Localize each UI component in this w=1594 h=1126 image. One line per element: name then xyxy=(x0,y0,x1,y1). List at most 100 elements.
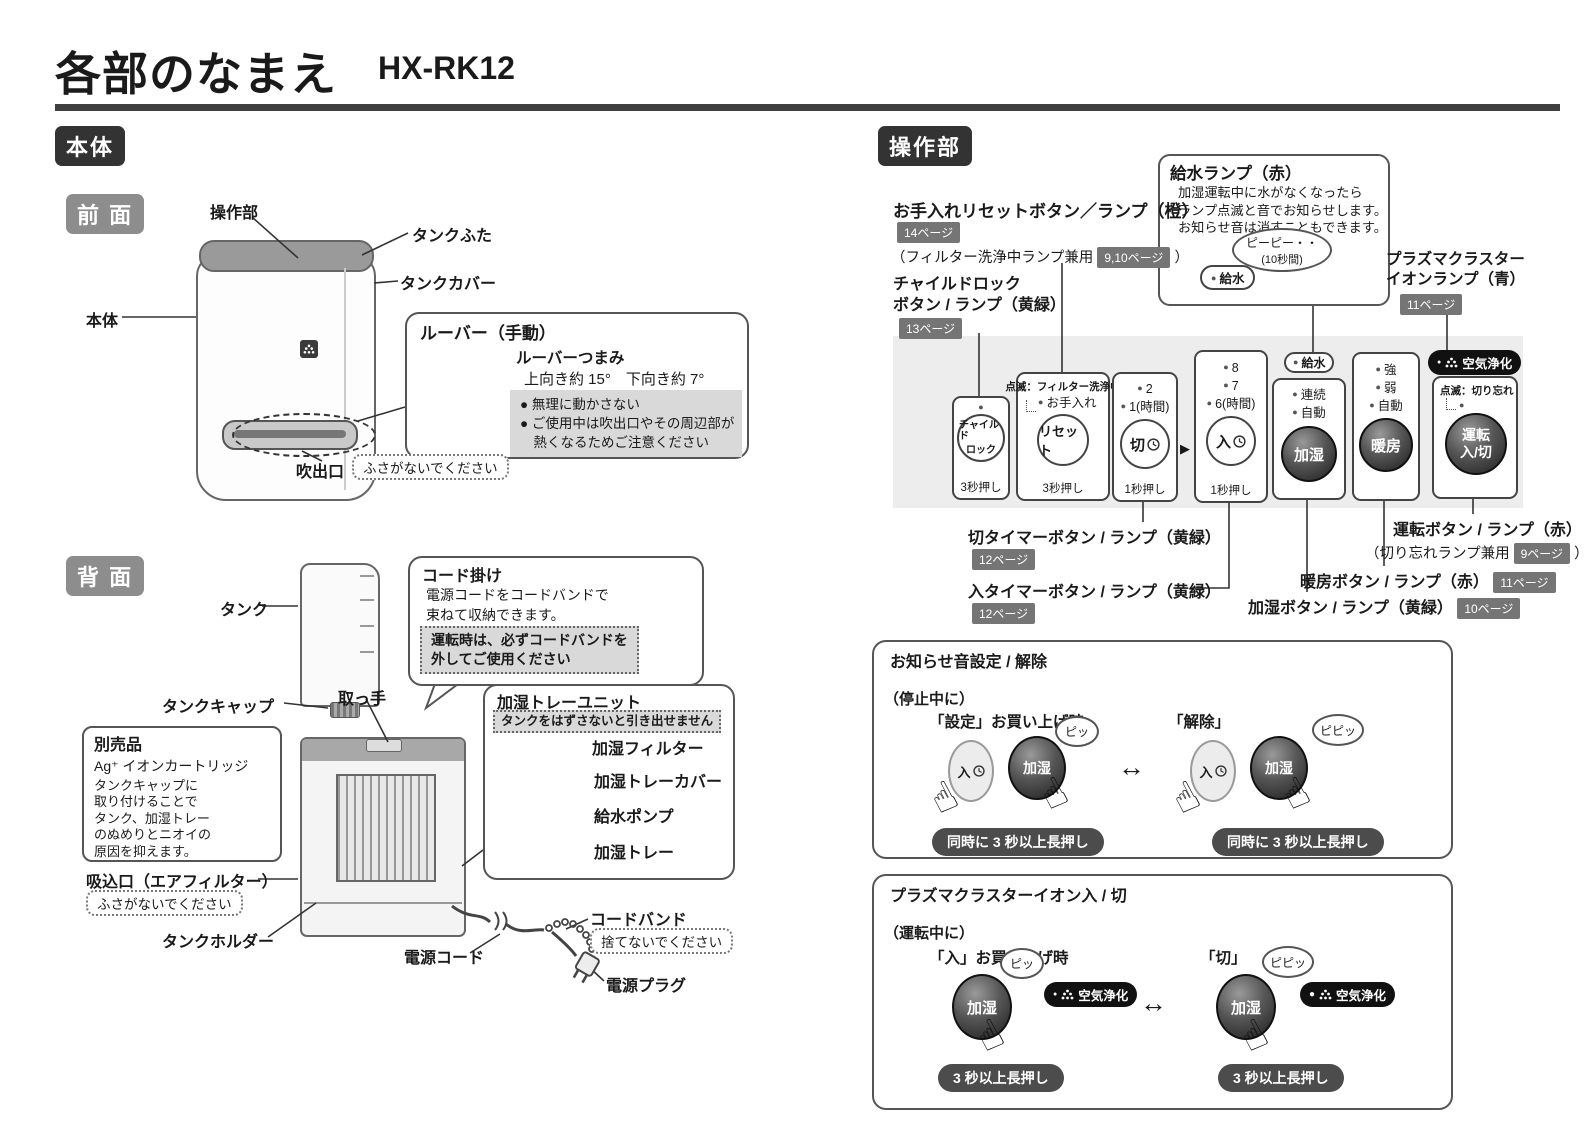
reset-button: リセット xyxy=(1037,414,1089,467)
plasma-on-label: 「入」お買い上げ時 xyxy=(929,950,1069,967)
water-lamp-icon: ● xyxy=(1293,357,1299,367)
weak-lamp-icon: ● xyxy=(1375,382,1381,393)
label-maintenance-reset: お手入れリセットボタン／ランプ（橙） xyxy=(893,202,1199,221)
timer8-lamp-icon: ● xyxy=(1223,362,1229,372)
page-badge-12b: 12ページ xyxy=(972,603,1036,624)
timer7-lamp-icon: ● xyxy=(1223,380,1229,391)
humidify-button-plasma-on: 加湿 xyxy=(952,974,1012,1040)
beep-bubble-plasma-off: ピピッ xyxy=(1262,946,1314,978)
page-badge-12a: 12ページ xyxy=(972,549,1036,570)
tank-illustration xyxy=(300,563,380,707)
front-device-body xyxy=(196,254,376,501)
page-badge-11a: 11ページ xyxy=(1400,294,1463,315)
tank-cap-illustration xyxy=(330,702,360,718)
label-tank-cap: タンクキャップ xyxy=(162,699,275,716)
water-lamp-pill: ●給水 xyxy=(1200,265,1256,290)
swap-arrow-icon: ↔ xyxy=(1140,988,1167,1018)
heater-group: ●強 ●弱 ●自動 暖房 xyxy=(1352,352,1420,501)
humidify-button-clear: 加湿 xyxy=(1250,736,1308,800)
label-control-section: 操作部 xyxy=(210,205,259,222)
plasma-off-label: 「切」 xyxy=(1200,950,1247,967)
section-badge-front: 前 面 xyxy=(66,194,145,234)
label-heater-button: 暖房ボタン / ランプ（赤） 11ページ xyxy=(1300,568,1556,593)
note-cord-band: 捨てないでください xyxy=(590,928,734,954)
label-maintenance-sub: （フィルター洗浄中ランプ兼用 9,10ページ ） xyxy=(891,246,1189,268)
label-tank-lid: タンクふた xyxy=(412,228,493,245)
water-supply-lamp-pill: ●給水 xyxy=(1284,352,1335,373)
childlock-lamp-icon: ● xyxy=(978,402,984,412)
label-humidify-filter: 加湿フィルター xyxy=(592,741,704,758)
model-number: HX-RK12 xyxy=(378,50,515,86)
plasmacluster-icon xyxy=(1061,989,1074,999)
on-timer-button-clear: 入 xyxy=(1190,740,1236,802)
label-power-button: 運転ボタン / ランプ（赤） xyxy=(1393,522,1582,539)
water-lamp-title: 給水ランプ（赤） xyxy=(1170,165,1302,183)
plasmacluster-icon xyxy=(1319,989,1332,999)
clock-icon xyxy=(1233,435,1246,448)
clock-icon xyxy=(972,765,985,777)
auto-lamp-icon: ● xyxy=(1369,400,1375,411)
louver-warning: ● 無理に動かさない ● ご使用中は吹出口やその周辺部が 熱くなるためご注意くだ… xyxy=(510,390,742,458)
label-power-cord: 電源コード xyxy=(404,950,485,967)
page-badge-910: 9,10ページ xyxy=(1097,247,1171,268)
beep-bubble-plasma-on: ピッ xyxy=(1000,948,1044,979)
timer6-lamp-icon: ● xyxy=(1206,398,1213,409)
clock-icon xyxy=(1147,438,1160,451)
plasmacluster-logo-icon xyxy=(300,340,318,358)
heater-button: 暖房 xyxy=(1359,418,1413,473)
sound-clear-label: 「解除」 xyxy=(1168,714,1231,731)
power-button: 運転入/切 xyxy=(1445,413,1507,475)
tray-unit-note: タンクをはずさないと引き出せません xyxy=(493,710,722,733)
section-badge-panel: 操作部 xyxy=(878,126,973,166)
beep-bubble-clear: ピピッ xyxy=(1312,714,1364,746)
section-badge-body: 本体 xyxy=(55,126,126,166)
on-timer-button-set: 入 xyxy=(948,740,994,802)
label-plasma-lamp: プラズマクラスターイオンランプ（青） xyxy=(1386,251,1526,289)
label-power-sub: （切り忘れランプ兼用 9ページ ） xyxy=(1365,542,1589,564)
timer2-lamp-icon: ● xyxy=(1137,383,1143,393)
page-title: 各部のなまえ xyxy=(55,48,337,100)
air-purify-pill-off: ● 空気浄化 xyxy=(1300,982,1396,1007)
note-outlet: ふさがないでください xyxy=(352,454,509,480)
page-badge-11b: 11ページ xyxy=(1493,572,1556,593)
label-tank: タンク xyxy=(220,602,269,619)
arrow-right-icon: ▶ xyxy=(1180,441,1190,456)
strong-lamp-icon: ● xyxy=(1375,364,1381,374)
page-badge-9: 9ページ xyxy=(1513,543,1571,564)
water-lamp-desc: 加湿運転中に水がなくなったらランプ点滅と音でお知らせします。お知らせ音は消すこと… xyxy=(1178,185,1388,235)
label-power-plug: 電源プラグ xyxy=(606,978,687,995)
dotted-connector xyxy=(1446,398,1456,410)
swap-arrow-icon: ↔ xyxy=(1118,752,1145,782)
childlock-button: チャイルドロック xyxy=(957,414,1005,462)
dotted-connector xyxy=(1026,400,1036,413)
continuous-lamp-icon: ● xyxy=(1292,389,1298,399)
air-purify-lamp-pill: ● 空気浄化 xyxy=(1428,350,1522,375)
optional-item-box xyxy=(82,726,282,862)
grille-illustration xyxy=(336,774,436,882)
louver-angles: 上向き約 15° 下向き約 7° xyxy=(524,371,705,388)
cord-hook-title: コード掛け xyxy=(422,568,503,585)
optional-desc: タンクキャップに取り付けることで タンク、加湿トレーのぬめりとニオイの 原因を抑… xyxy=(94,778,212,859)
louver-knob-label: ルーバーつまみ xyxy=(516,350,625,367)
label-tray-cover: 加湿トレーカバー xyxy=(594,774,723,791)
label-humidify-tray: 加湿トレー xyxy=(594,845,675,862)
cord-hook-warning: 運転時は、必ずコードバンドを外してご使用ください xyxy=(420,626,639,674)
on-timer-group: ●8 ●7 ●6(時間) 入 1秒押し xyxy=(1194,350,1268,503)
label-humidify-button: 加湿ボタン / ランプ（黄緑） 10ページ xyxy=(1248,594,1521,619)
humidify-group: ●連続 ●自動 加湿 xyxy=(1272,378,1346,500)
beep-bubble-set: ピッ xyxy=(1055,716,1099,747)
power-lamp-icon: ● xyxy=(1459,400,1465,410)
cord-hook-desc: 電源コードをコードバンドで束ねて収納できます。 xyxy=(426,587,609,623)
label-handle: 取っ手 xyxy=(338,691,387,708)
clock-icon xyxy=(1214,765,1227,777)
page-badge-14: 14ページ xyxy=(897,222,961,243)
optional-title: 別売品 xyxy=(94,737,143,754)
power-group: 点滅：切り忘れ ● 運転入/切 xyxy=(1432,376,1518,499)
plasma-press-pill-left: 3 秒以上長押し xyxy=(938,1064,1064,1092)
label-outlet: 吹出口 xyxy=(296,464,345,481)
outlet-highlight-ellipse xyxy=(232,413,376,457)
humidify-button-set: 加湿 xyxy=(1008,736,1066,800)
off-timer-button: 切 xyxy=(1120,419,1170,470)
plasmacluster-icon xyxy=(1445,357,1458,367)
lamp-dot-icon: ● xyxy=(1437,359,1442,366)
